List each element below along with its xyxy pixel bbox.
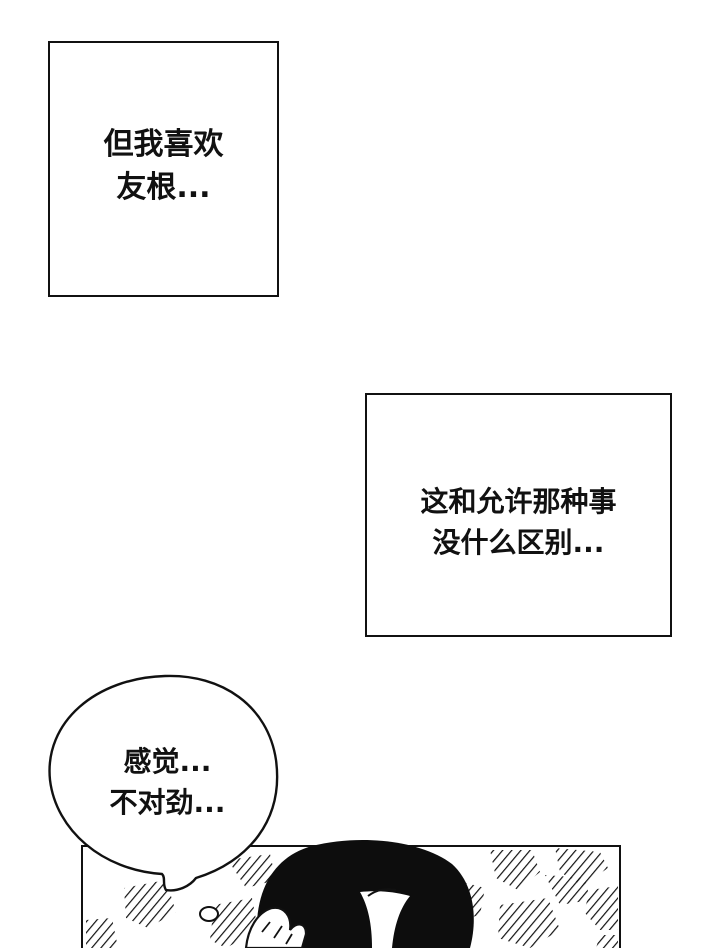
character-head [244, 840, 474, 948]
caption-box-top: 但我喜欢 友根... [48, 41, 279, 297]
thought-bubble [48, 674, 279, 922]
bubble-line: 感觉... [123, 745, 212, 778]
caption-line: 但我喜欢 [103, 126, 224, 162]
caption-box-middle: 这和允许那种事 没什么区别... [365, 393, 672, 637]
caption-line: 友根... [116, 170, 211, 205]
caption-text-top: 但我喜欢 友根... [104, 123, 224, 210]
caption-text-middle: 这和允许那种事 没什么区别... [420, 482, 616, 563]
thought-bubble-text: 感觉... 不对劲... [60, 742, 275, 823]
caption-line: 没什么区别... [432, 526, 605, 559]
bottom-panel [81, 840, 621, 948]
caption-line: 这和允许那种事 [420, 485, 617, 519]
bubble-line: 不对劲... [109, 785, 226, 819]
